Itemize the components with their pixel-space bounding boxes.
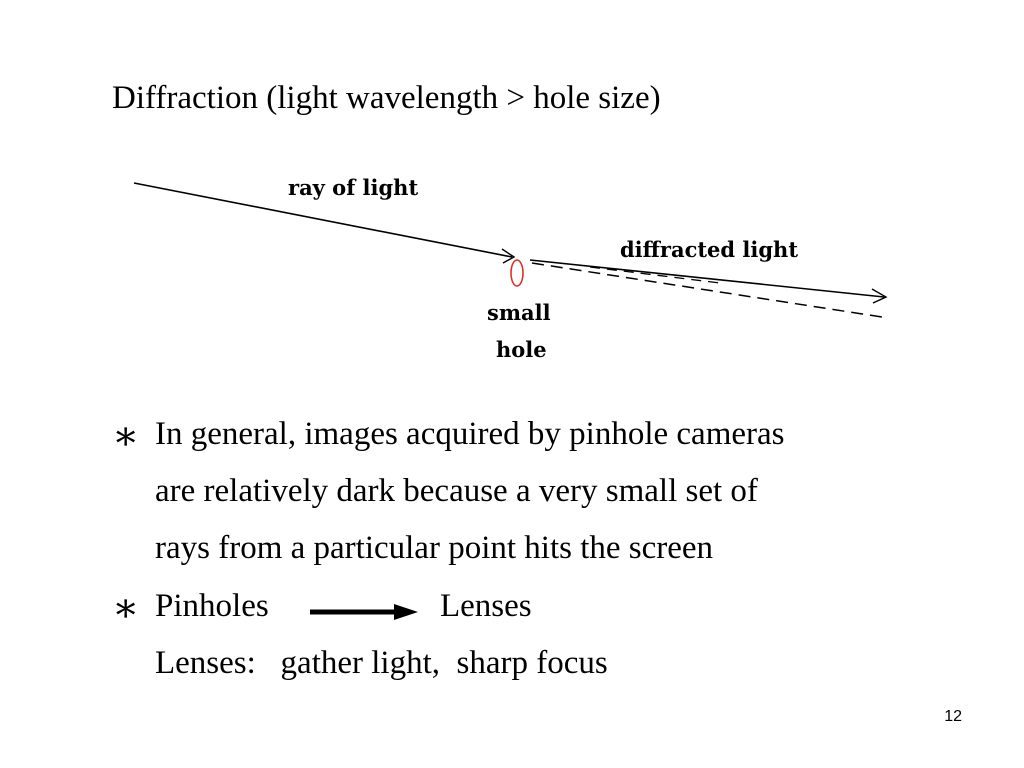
- incoming-ray-line: [133, 182, 513, 258]
- slide-title: Diffraction (light wavelength > hole siz…: [112, 80, 661, 116]
- diffracted-light-label: diffracted light: [620, 237, 798, 262]
- page-number: 12: [944, 708, 962, 725]
- hole-label-hole: hole: [496, 337, 547, 362]
- pinholes-label: Pinholes: [155, 588, 269, 624]
- diffraction-diagram: ray of light diffracted light small hole: [120, 165, 900, 380]
- bullet-marker-1: ∗: [112, 413, 140, 458]
- lenses-description: Lenses: gather light, sharp focus: [155, 645, 608, 681]
- bullet-1-line-1: In general, images acquired by pinhole c…: [155, 416, 785, 452]
- hole-label-small: small: [487, 300, 551, 325]
- diffraction-diagram-svg: ray of light diffracted light small hole: [133, 175, 888, 362]
- small-hole-ellipse: [510, 259, 524, 287]
- diffracted-ray-line: [529, 259, 885, 298]
- diffracted-dashed-ray-1: [531, 262, 883, 318]
- diffracted-dashed-ray-2: [589, 266, 721, 284]
- lenses-label: Lenses: [440, 588, 532, 624]
- incoming-ray-arrowhead: [501, 248, 516, 264]
- bullet-marker-2: ∗: [112, 585, 140, 630]
- bullet-1-line-2: are relatively dark because a very small…: [155, 473, 758, 509]
- ray-of-light-label: ray of light: [288, 175, 418, 200]
- right-arrow-icon: [310, 602, 420, 622]
- diffracted-ray-arrowhead: [871, 288, 888, 304]
- bullet-1-line-3: rays from a particular point hits the sc…: [155, 530, 714, 566]
